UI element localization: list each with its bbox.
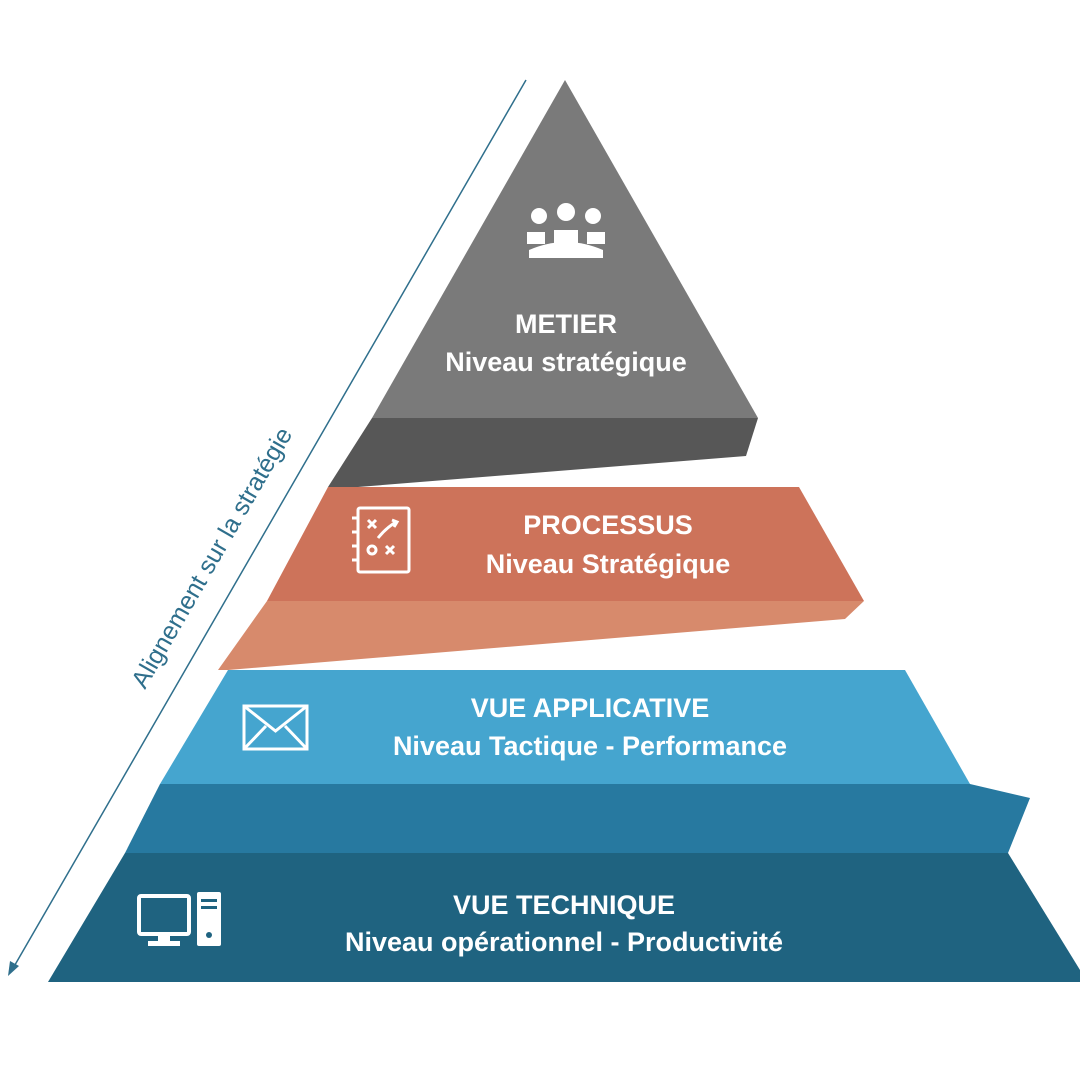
metier-title: METIER: [515, 309, 617, 339]
strategy-axis-arrowhead: [8, 961, 19, 976]
envelope-icon: [242, 704, 309, 751]
applicative-subtitle: Niveau Tactique - Performance: [393, 731, 787, 761]
desktop-computer-icon: [137, 892, 221, 946]
processus-subtitle: Niveau Stratégique: [486, 549, 731, 579]
processus-applicative-connector: [218, 601, 864, 670]
technique-title: VUE TECHNIQUE: [453, 890, 675, 920]
processus-title: PROCESSUS: [523, 510, 693, 540]
applicative-technique-connector: [125, 784, 1030, 853]
meeting-people-icon: [527, 203, 605, 258]
applicative-title: VUE APPLICATIVE: [471, 693, 710, 723]
technique-level-shape: [48, 853, 1080, 982]
technique-subtitle: Niveau opérationnel - Productivité: [345, 927, 783, 957]
strategy-axis-line: [11, 79, 527, 971]
metier-processus-connector: [328, 418, 758, 487]
strategy-board-icon: [352, 506, 411, 574]
processus-level-shape: [267, 487, 864, 601]
applicative-level-shape: [160, 670, 970, 784]
metier-subtitle: Niveau stratégique: [445, 347, 687, 377]
